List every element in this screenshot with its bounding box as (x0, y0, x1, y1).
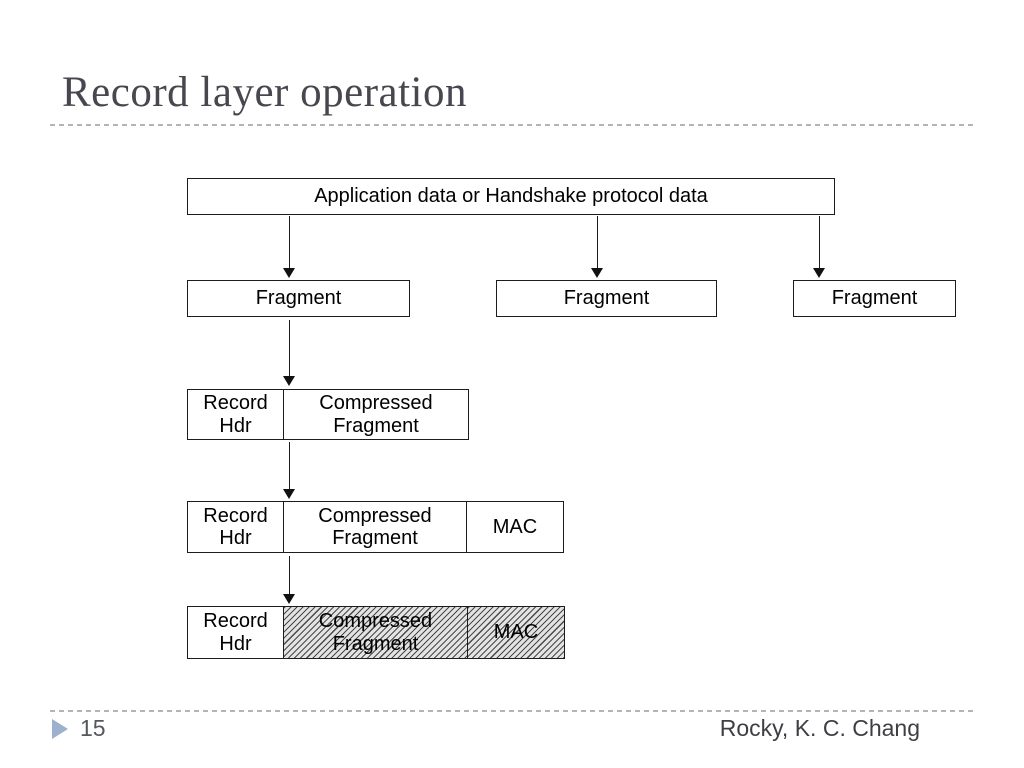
right-triangle-icon (52, 719, 68, 739)
page-number: 15 (80, 715, 106, 741)
record-hdr-label: Record Hdr (203, 504, 268, 549)
footer-divider (50, 710, 975, 712)
arrow-record-1-to-2 (283, 442, 296, 499)
record-hdr-label: Record Hdr (203, 610, 268, 655)
mac-label: MAC (492, 515, 538, 538)
mac-label: MAC (493, 621, 539, 644)
record-hdr-cell: Record Hdr (188, 607, 283, 658)
compressed-fragment-label: Compressed Fragment (319, 392, 433, 437)
mac-cell-hatched: MAC (467, 607, 564, 658)
application-data-box: Application data or Handshake protocol d… (187, 178, 835, 215)
fragment-label: Fragment (563, 287, 650, 310)
application-data-label: Application data or Handshake protocol d… (314, 185, 708, 208)
record-row-1: Record Hdr Compressed Fragment (187, 389, 469, 440)
compressed-fragment-cell: Compressed Fragment (283, 390, 468, 439)
record-row-3-encrypted: Record Hdr Compressed Fragment MAC (187, 606, 565, 659)
compressed-fragment-cell-hatched: Compressed Fragment (283, 607, 467, 658)
title-divider (50, 124, 975, 126)
arrow-record-2-to-3 (283, 556, 296, 604)
page-title: Record layer operation (62, 69, 467, 116)
record-hdr-label: Record Hdr (203, 392, 268, 437)
fragment-box-3: Fragment (793, 280, 956, 317)
arrow-top-to-fragment-3 (813, 216, 826, 278)
fragment-box-2: Fragment (496, 280, 717, 317)
compressed-fragment-label: Compressed Fragment (318, 610, 433, 655)
compressed-fragment-label: Compressed Fragment (318, 504, 432, 549)
record-hdr-cell: Record Hdr (188, 502, 283, 552)
compressed-fragment-cell: Compressed Fragment (283, 502, 466, 552)
arrow-fragment-to-record-1 (283, 320, 296, 386)
fragment-label: Fragment (255, 287, 342, 310)
mac-cell: MAC (466, 502, 563, 552)
record-hdr-cell: Record Hdr (188, 390, 283, 439)
fragment-box-1: Fragment (187, 280, 410, 317)
record-row-2: Record Hdr Compressed Fragment MAC (187, 501, 564, 553)
arrow-top-to-fragment-1 (283, 216, 296, 278)
fragment-label: Fragment (831, 287, 918, 310)
footer-author: Rocky, K. C. Chang (719, 715, 920, 741)
arrow-top-to-fragment-2 (591, 216, 604, 278)
